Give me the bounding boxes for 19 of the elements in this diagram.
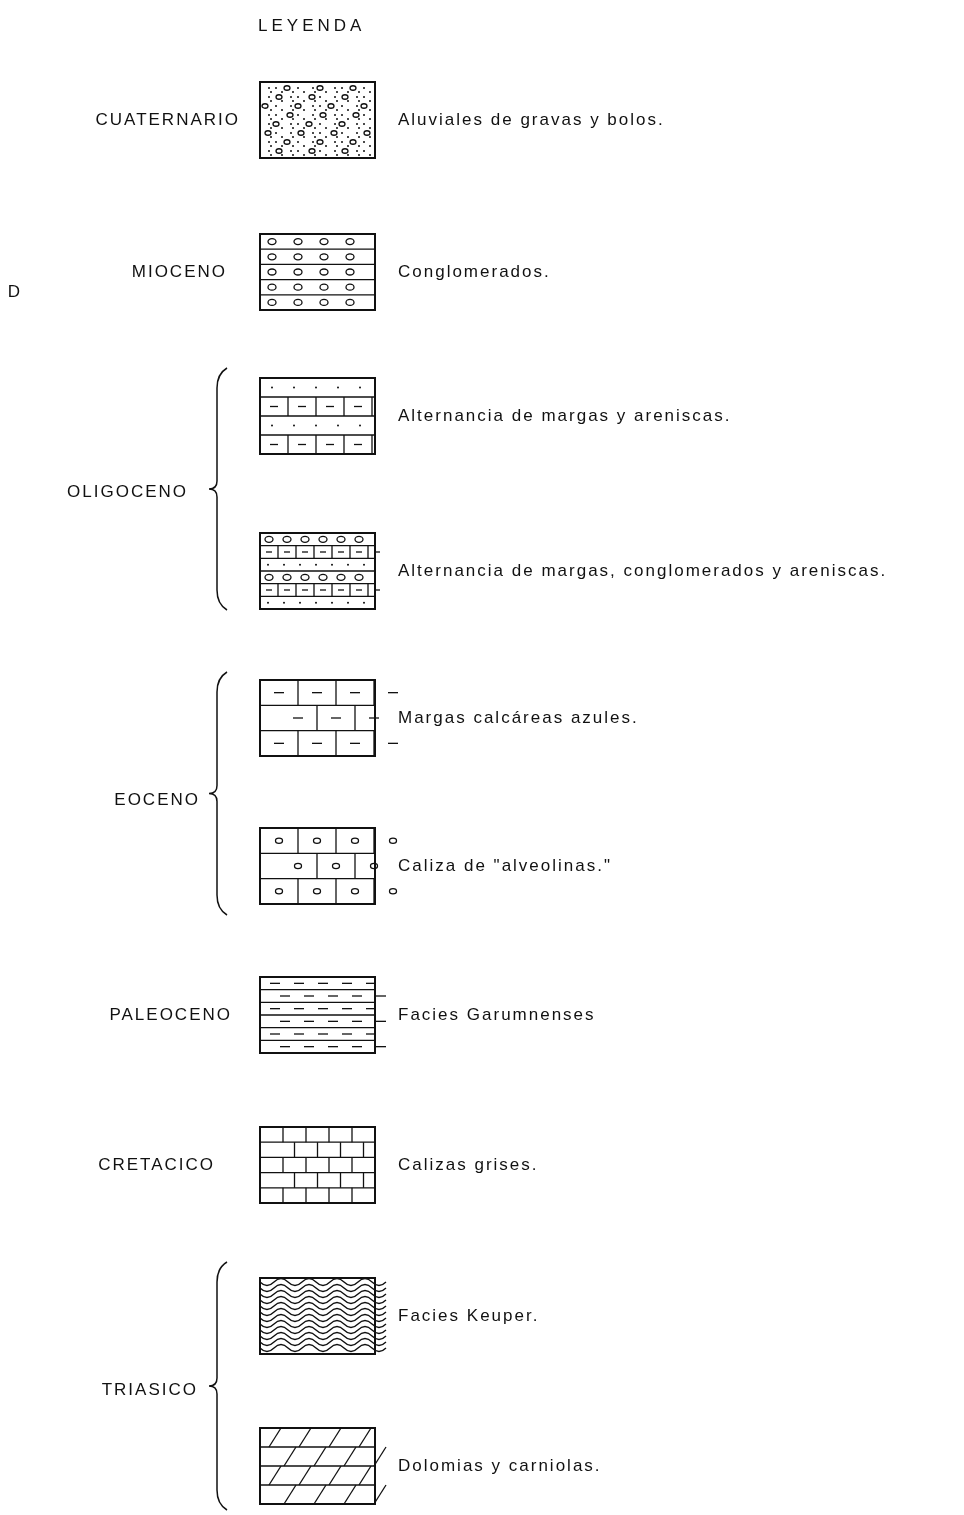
- legend-text: Facies Garumnenses: [398, 1005, 596, 1025]
- legend-text: Conglomerados.: [398, 262, 551, 282]
- age-label: MIOCENO: [131, 262, 227, 282]
- legend-title: LEYENDA: [258, 16, 366, 36]
- age-label: CRETACICO: [98, 1155, 215, 1175]
- legend-text: Alternancia de margas, conglomerados y areniscas.: [398, 561, 888, 581]
- legend-text: Aluviales de gravas y bolos.: [398, 110, 665, 130]
- legend-text: Caliza de "alveolinas.": [398, 856, 612, 876]
- legend-text: Facies Keuper.: [398, 1306, 540, 1326]
- legend-text: Margas calcáreas azules.: [398, 708, 639, 728]
- age-label: PALEOCENO: [109, 1005, 232, 1025]
- legend-text: Calizas grises.: [398, 1155, 539, 1175]
- map-letter: D: [7, 282, 22, 302]
- legend-text: Alternancia de margas y areniscas.: [398, 406, 732, 426]
- age-label: OLIGOCENO: [67, 482, 188, 502]
- age-label: TRIASICO: [101, 1380, 198, 1400]
- legend-text: Dolomias y carniolas.: [398, 1456, 602, 1476]
- age-label: EOCENO: [114, 790, 200, 810]
- age-label: CUATERNARIO: [95, 110, 240, 130]
